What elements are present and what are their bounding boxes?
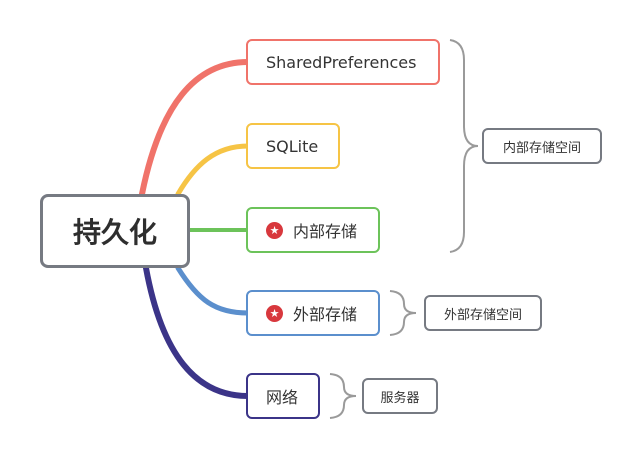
bracket-network	[329, 373, 357, 419]
star-icon: ★	[266, 221, 283, 239]
node-sharedpreferences[interactable]: SharedPreferences	[246, 39, 440, 85]
summary-label: 外部存储空间	[443, 307, 522, 323]
summary-external-storage-space[interactable]: 外部存储空间	[424, 295, 542, 331]
root-label: 持久化	[72, 216, 157, 249]
node-sqlite[interactable]: SQLite	[246, 123, 340, 169]
node-network[interactable]: 网络	[246, 373, 320, 419]
node-label: 网络	[266, 388, 299, 407]
connector-sqlite	[175, 143, 251, 197]
connector-network	[143, 265, 251, 399]
node-external-storage[interactable]: ★ 外部存储	[246, 290, 380, 336]
node-label: SharedPreferences	[266, 52, 417, 72]
summary-internal-storage-space[interactable]: 内部存储空间	[482, 128, 602, 164]
star-icon: ★	[266, 304, 283, 322]
node-label: SQLite	[266, 136, 319, 156]
node-label: 内部存储	[293, 222, 358, 241]
root-node[interactable]: 持久化	[40, 194, 190, 268]
summary-label: 内部存储空间	[502, 140, 581, 156]
bracket-external-storage	[389, 290, 417, 336]
connector-external-storage	[175, 265, 251, 316]
summary-label: 服务器	[380, 390, 420, 406]
summary-server[interactable]: 服务器	[362, 378, 438, 414]
node-label: 外部存储	[293, 305, 358, 324]
node-internal-storage[interactable]: ★ 内部存储	[246, 207, 380, 253]
connector-sharedpreferences	[139, 59, 251, 197]
bracket-internal-storage	[449, 39, 479, 253]
